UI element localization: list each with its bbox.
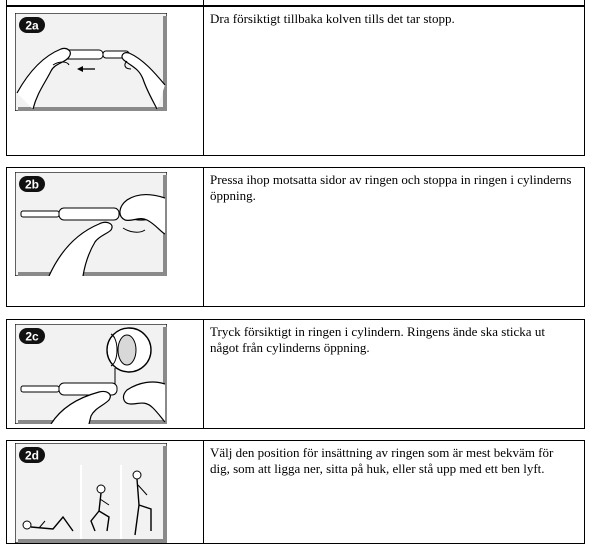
- step-2b-illustration: 2b: [15, 172, 167, 276]
- column-divider: [203, 441, 204, 543]
- table-row-top-partial: [6, 0, 585, 6]
- step-badge: 2b: [25, 178, 39, 192]
- step-instruction: Tryck försiktigt in ringen i cylindern. …: [210, 324, 545, 355]
- hands-pushing-ring-icon: 2c: [15, 324, 167, 424]
- column-divider: [203, 7, 204, 155]
- step-instruction: Välj den position för insättning av ring…: [210, 445, 554, 476]
- step-row-2d: 2d Välj den position för insättning av r…: [6, 440, 585, 544]
- hands-inserting-ring-icon: 2b: [15, 172, 167, 276]
- step-row-2c: 2c Tryck försiktigt in ringen i cylinder…: [6, 319, 585, 429]
- step-row-2a: 2a Dra försiktigt tillbaka kolven tills …: [6, 6, 585, 156]
- insertion-positions-icon: 2d: [15, 443, 167, 543]
- column-divider: [203, 0, 204, 5]
- step-badge: 2d: [25, 449, 39, 463]
- step-instruction: Dra försiktigt tillbaka kolven tills det…: [210, 11, 455, 26]
- step-badge: 2a: [25, 19, 39, 33]
- step-badge: 2c: [25, 330, 39, 344]
- step-instruction: Pressa ihop motsatta sidor av ringen och…: [210, 172, 572, 203]
- step-2a-illustration: 2a: [15, 13, 167, 111]
- column-divider: [203, 320, 204, 428]
- step-2d-illustration: 2d: [15, 443, 167, 543]
- column-divider: [203, 168, 204, 306]
- step-2c-illustration: 2c: [15, 324, 167, 424]
- step-row-2b: 2b Pressa ihop motsatta sidor av ringen …: [6, 167, 585, 307]
- hands-pulling-plunger-icon: 2a: [15, 13, 167, 111]
